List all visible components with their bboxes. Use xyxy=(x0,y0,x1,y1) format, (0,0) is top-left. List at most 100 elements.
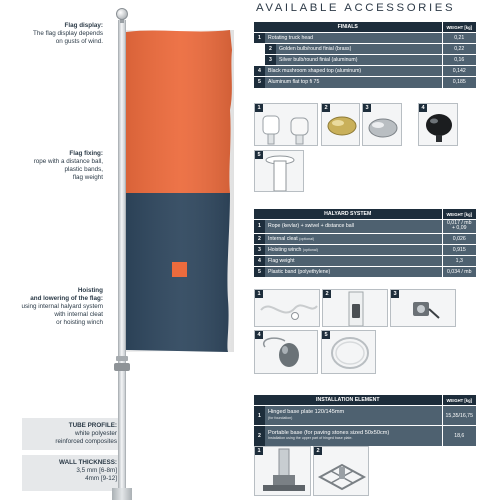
flag-fixing-line: plastic bands, xyxy=(64,166,103,174)
installation-weight-header: WEIGHT [kg] xyxy=(441,395,476,406)
row-number: 3 xyxy=(265,54,276,66)
thumb-number: 2 xyxy=(322,104,330,112)
finial-thumb-5: 5 xyxy=(254,150,304,192)
halyard-thumb-3: 3 xyxy=(390,289,456,327)
row-note: Installation using the upper part of hin… xyxy=(268,436,353,441)
row-label: Plastic band (polyethylene) xyxy=(265,265,442,278)
thumb-number: 3 xyxy=(391,290,399,298)
truck-head-body-2 xyxy=(290,117,309,136)
tube-profile-line: reinforced composites xyxy=(55,438,117,446)
halyard-thumb-5: 5 xyxy=(321,330,376,374)
halyard-thumb-2: 2 xyxy=(322,289,388,327)
table-row: 1 Rotating truck head 0,21 xyxy=(254,32,476,44)
portable-base-socket xyxy=(339,467,345,479)
flag-display-line: on gusts of wind. xyxy=(55,38,103,46)
row-label: Hoisting winch (optional) xyxy=(265,243,442,256)
portable-base-frame xyxy=(317,463,367,491)
thumb-number: 5 xyxy=(322,331,330,339)
black-mushroom-highlight xyxy=(430,118,438,124)
halyard-header: HALYARD SYSTEM xyxy=(254,209,442,220)
row-number: 4 xyxy=(254,254,265,267)
table-row: 1 Hinged base plate 120/145mm (for found… xyxy=(254,405,476,426)
hoisting-line: or hoisting winch xyxy=(56,319,103,327)
truck-head-neck-2 xyxy=(295,134,304,145)
flag-display-line: The flag display depends xyxy=(32,30,103,38)
thumb-number: 4 xyxy=(255,331,263,339)
truck-head-body xyxy=(262,115,280,135)
row-label-text: Portable base (for paving stones sized 5… xyxy=(268,429,390,436)
flag-shading xyxy=(126,30,234,352)
wall-thickness-line: 4mm [9-12] xyxy=(85,475,117,483)
row-label: Golden bulb/round finial (brass) xyxy=(276,43,442,55)
row-weight: 18,6 xyxy=(441,425,476,446)
row-label: Black mushroom shaped top (aluminum) xyxy=(265,65,442,77)
pole-cleat xyxy=(116,356,128,361)
plastic-band-ring xyxy=(331,337,369,369)
pole-winch xyxy=(114,363,130,371)
installation-thumb-2: 2 xyxy=(313,446,369,496)
row-label: Rope (kevlar) + swivel + distance ball xyxy=(265,219,442,234)
row-weight: 0,915 xyxy=(441,243,476,256)
row-number: 5 xyxy=(254,265,265,278)
thumb-number: 5 xyxy=(255,151,263,159)
plastic-band-ring-2 xyxy=(335,341,365,365)
row-label: Rotating truck head xyxy=(265,32,442,44)
table-row: 5 Aluminum flat top fi 75 0,185 xyxy=(254,76,476,88)
table-row: 4 Flag weight 1,3 xyxy=(254,254,476,267)
wall-thickness-title: WALL THICKNESS: xyxy=(59,459,117,466)
row-weight-main: 0,017 / mb xyxy=(446,220,472,226)
thumb-number: 4 xyxy=(419,104,427,112)
row-number: 2 xyxy=(265,43,276,55)
flag-display-note: Flag display: The flag display depends o… xyxy=(0,22,103,46)
wall-thickness-box: WALL THICKNESS: 3,5 mm [6-8m] 4mm [9-12] xyxy=(22,455,122,491)
hoisting-line: using internal halyard system xyxy=(21,303,103,311)
flag-orange-square xyxy=(172,262,187,277)
tube-profile-title: TUBE PROFILE: xyxy=(68,422,117,429)
row-number: 1 xyxy=(254,32,265,44)
silver-finial-highlight xyxy=(372,122,384,128)
flag-fixing-note: Flag fixing: rope with a distance ball, … xyxy=(3,150,103,182)
row-weight: 0,142 xyxy=(441,65,476,77)
finial-neck xyxy=(120,18,124,23)
finials-header: FINIALS xyxy=(254,22,442,33)
wall-thickness-line: 3,5 mm [6-8m] xyxy=(76,467,117,475)
finial-thumb-2: 2 xyxy=(321,103,360,146)
installation-header: INSTALLATION ELEMENT xyxy=(254,395,442,406)
hinged-plate-bracket xyxy=(273,475,295,485)
row-label: Hinged base plate 120/145mm (for foundat… xyxy=(265,405,442,426)
flat-top-tube xyxy=(273,160,287,191)
flag-fixing-line: rope with a distance ball, xyxy=(33,158,103,166)
flag-display-title: Flag display: xyxy=(64,22,104,29)
flag-weight xyxy=(279,343,299,367)
row-label-text: Hinged base plate 120/145mm xyxy=(268,409,345,416)
truck-head-neck xyxy=(267,133,275,145)
table-row: 2 Golden bulb/round finial (brass) 0,22 xyxy=(254,43,476,55)
row-note: (optional) xyxy=(299,236,315,241)
weight-rope xyxy=(262,337,286,348)
rope-coil xyxy=(260,304,318,314)
flag-pole xyxy=(118,20,126,500)
table-row: 1 Rope (kevlar) + swivel + distance ball… xyxy=(254,219,476,234)
thumb-number: 1 xyxy=(255,290,263,298)
flag-weight-highlight xyxy=(282,346,288,354)
halyard-thumb-4: 4 xyxy=(254,330,318,374)
finial-ball xyxy=(116,8,128,20)
row-number: 3 xyxy=(254,243,265,256)
hoisting-note: Hoisting and lowering of the flag: using… xyxy=(0,287,103,327)
row-weight: 0,034 / mb xyxy=(441,265,476,278)
banner-flag xyxy=(126,30,234,352)
golden-finial xyxy=(327,116,357,136)
row-note: (for foundation) xyxy=(268,416,293,420)
thumb-number: 2 xyxy=(323,290,331,298)
halyard-weight-header: WEIGHT [kg] xyxy=(441,209,476,220)
black-mushroom-top xyxy=(426,114,452,136)
row-label-text: Hoisting winch xyxy=(268,246,302,253)
installation-thumb-1: 1 xyxy=(254,446,311,496)
thumb-number: 2 xyxy=(314,447,322,455)
thumb-number: 1 xyxy=(255,447,263,455)
row-label: Silver bulb/round finial (aluminum) xyxy=(276,54,442,66)
row-note: (optional) xyxy=(302,247,318,252)
row-label: Aluminum flat top fi 75 xyxy=(265,76,442,88)
winch-drum xyxy=(417,305,425,313)
table-row: 4 Black mushroom shaped top (aluminum) 0… xyxy=(254,65,476,77)
